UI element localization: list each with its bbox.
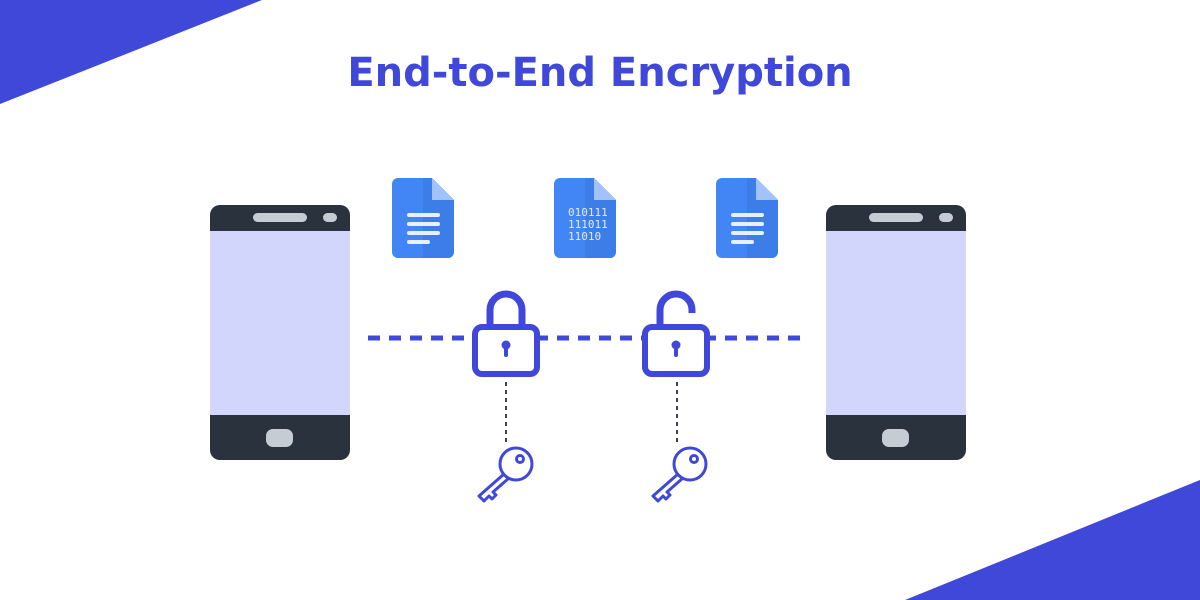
binary-line: 010111 [568, 206, 608, 219]
key-icon [651, 446, 708, 503]
corner-decoration-top-left [0, 0, 262, 104]
page-title: End-to-End Encryption [347, 50, 852, 96]
lock-closed-icon [472, 290, 540, 377]
binary-line: 11010 [568, 230, 601, 243]
sender-phone-icon [210, 205, 350, 460]
corner-decoration-bottom-right [905, 480, 1200, 600]
key-icon [477, 446, 534, 503]
plain-document-icon [392, 178, 454, 258]
binary-line: 111011 [568, 218, 608, 231]
encrypted-document-icon: 010111 111011 11010 [554, 178, 616, 258]
decrypted-document-icon [716, 178, 778, 258]
lock-open-icon [642, 290, 710, 377]
receiver-phone-icon [826, 205, 966, 460]
